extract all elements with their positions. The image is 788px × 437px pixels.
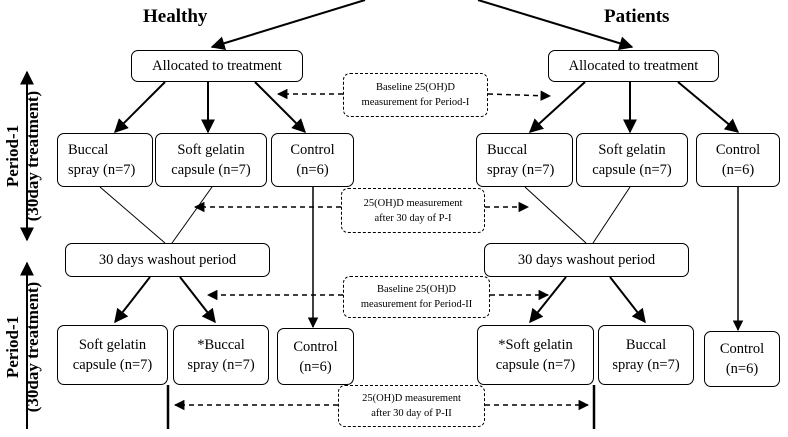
period-1-side-label: Period-1 (30day treatment) [3, 90, 42, 222]
group-heading-patients: Patients [604, 6, 670, 27]
allocated-box-healthy: Allocated to treatment [131, 50, 303, 82]
group-heading-healthy: Healthy [143, 6, 208, 27]
patients-p1-control-box: Control (n=6) [696, 133, 780, 187]
note-after-period-1: 25(OH)D measurement after 30 day of P-I [341, 188, 485, 233]
note-baseline-period-1: Baseline 25(OH)D measurement for Period-… [343, 73, 488, 117]
patients-p1-softgel-box: Soft gelatin capsule (n=7) [576, 133, 688, 187]
patients-p2-buccal-box: Buccal spray (n=7) [598, 325, 694, 385]
split-arrow-healthy [210, 0, 366, 50]
arrow-healthy-buccal [114, 81, 166, 133]
arrow-patients-washout-buccal [609, 276, 646, 324]
period-2-side-label: Period-1 (30day treatment) [3, 281, 42, 413]
arrow-healthy-washout-softgel [114, 276, 151, 324]
healthy-p1-buccal-box: Buccal spray (n=7) [57, 133, 153, 187]
healthy-p2-buccal-box: *Buccal spray (n=7) [173, 325, 269, 385]
arrow-patients-buccal [528, 81, 586, 133]
line-patients-buccal-washout [524, 186, 587, 244]
patients-p2-control-box: Control (n=6) [704, 331, 780, 387]
washout-box-healthy: 30 days washout period [65, 243, 270, 277]
healthy-p1-control-box: Control (n=6) [271, 133, 354, 187]
arrow-patients-control [677, 81, 740, 133]
note-after-period-2: 25(OH)D measurement after 30 day of P-II [338, 385, 485, 427]
patients-p1-buccal-box: Buccal spray (n=7) [476, 133, 573, 187]
patients-p2-softgel-box: *Soft gelatin capsule (n=7) [477, 325, 594, 385]
washout-box-patients: 30 days washout period [484, 243, 689, 277]
arrow-patients-washout-softgel [529, 276, 567, 324]
healthy-p2-control-box: Control (n=6) [277, 328, 354, 385]
line-healthy-softgel-washout [171, 186, 213, 244]
arrow-healthy-control [254, 81, 306, 133]
line-healthy-buccal-washout [99, 186, 166, 244]
note-baseline-period-2: Baseline 25(OH)D measurement for Period-… [343, 276, 490, 318]
allocated-box-patients: Allocated to treatment [548, 50, 719, 82]
dash-arrow-baseline-p1-right [487, 90, 552, 101]
split-arrow-patients [477, 0, 634, 51]
line-patients-softgel-washout [592, 186, 631, 244]
healthy-p2-softgel-box: Soft gelatin capsule (n=7) [57, 325, 168, 385]
healthy-p1-softgel-box: Soft gelatin capsule (n=7) [155, 133, 267, 187]
arrow-healthy-washout-buccal [179, 276, 216, 324]
